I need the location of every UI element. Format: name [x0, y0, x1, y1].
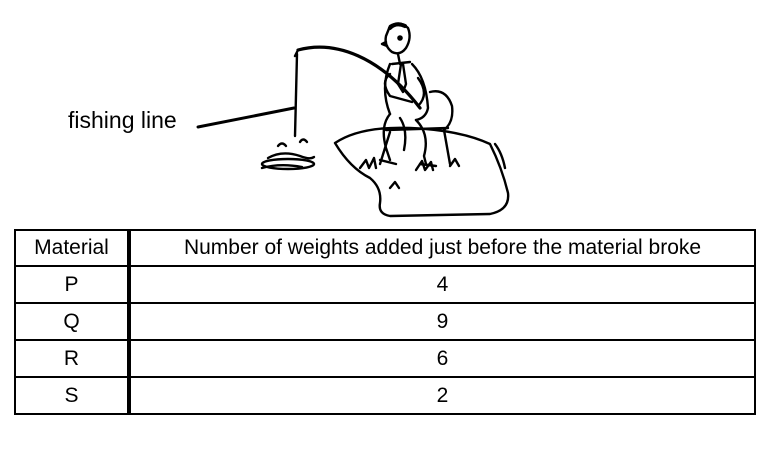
material-cell: P	[14, 265, 131, 304]
header-material: Material	[14, 229, 131, 267]
fishing-line-pointer	[196, 106, 296, 129]
weights-cell: 4	[128, 265, 756, 304]
table-row: P 4	[14, 265, 756, 304]
material-cell: R	[14, 339, 131, 378]
header-weights: Number of weights added just before the …	[128, 229, 756, 267]
weights-cell: 9	[128, 302, 756, 341]
fishing-line-label: fishing line	[68, 107, 177, 133]
materials-table: Material Number of weights added just be…	[14, 229, 756, 415]
table-header-row: Material Number of weights added just be…	[14, 229, 756, 267]
table-row: Q 9	[14, 302, 756, 341]
weights-cell: 2	[128, 376, 756, 415]
material-cell: S	[14, 376, 131, 415]
weights-cell: 6	[128, 339, 756, 378]
table-row: R 6	[14, 339, 756, 378]
table-row: S 2	[14, 376, 756, 415]
material-cell: Q	[14, 302, 131, 341]
fisherman-illustration	[260, 22, 510, 218]
